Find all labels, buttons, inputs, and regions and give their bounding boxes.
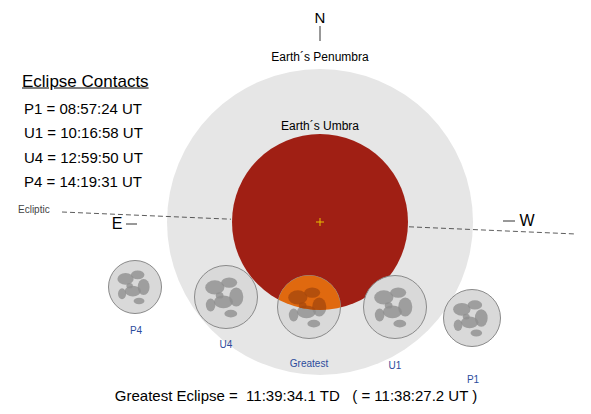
contact-label: P4 [130, 326, 142, 336]
north-tick [320, 26, 321, 41]
contact-time: P4 = 14:19:31 UT [24, 174, 142, 189]
moon-mare [299, 302, 307, 308]
moon-maria [117, 271, 149, 305]
greatest-eclipse-caption: Greatest Eclipse = 11:39:34.1 TD ( = 11:… [115, 388, 477, 403]
moon-maria [374, 287, 412, 327]
moon-mare [304, 287, 320, 297]
moon-mare [468, 300, 483, 309]
moon-mare [221, 277, 237, 287]
penumbra-region [167, 69, 473, 375]
moon-mare [304, 287, 320, 297]
compass-label: E [112, 216, 123, 232]
moon-mare [224, 310, 237, 318]
moon-disc [364, 276, 427, 339]
moon-figure [108, 260, 162, 314]
moon-mare [312, 297, 326, 316]
moon-mare [299, 302, 307, 308]
west-tick [503, 221, 515, 222]
contact-label: U1 [389, 361, 402, 371]
contact-time: U1 = 10:16:58 UT [24, 125, 143, 140]
moon-disc: Greatest [277, 275, 341, 339]
moon-mare [289, 309, 299, 322]
moon-mare [307, 320, 320, 328]
moon-mare [385, 302, 393, 308]
contact-label: U4 [220, 340, 233, 350]
moon-disc: U4 [194, 265, 258, 329]
ecliptic-line [409, 227, 576, 234]
moon-maria [453, 300, 488, 336]
moon-mare [463, 314, 470, 320]
moon-figure [277, 275, 341, 339]
contact-time: P1 = 08:57:24 UT [24, 101, 142, 116]
moon-disc [195, 266, 258, 329]
contact-time: U4 = 12:59:50 UT [24, 150, 143, 165]
moon-maria [205, 277, 243, 317]
moon-mare [307, 320, 320, 328]
center-mark [316, 218, 324, 226]
moon-disc [109, 261, 162, 314]
moon-mare [390, 287, 406, 297]
moon-disc: P1 [443, 289, 501, 347]
moon-disc [444, 290, 501, 347]
moon-mare [454, 319, 463, 331]
ecliptic-line [62, 212, 231, 219]
moon-figure [363, 275, 427, 339]
east-tick [126, 224, 137, 225]
moon-mare [289, 309, 299, 322]
moon-disc: P4 [108, 260, 162, 314]
moon-figure [443, 289, 501, 347]
moon-mare [131, 271, 145, 280]
eclipsed-part [278, 276, 341, 339]
moon-mare [393, 320, 406, 328]
moon-mare [118, 288, 126, 299]
umbral-shade [278, 276, 341, 339]
moon-mare [206, 299, 216, 312]
moon-disc: U1 [363, 275, 427, 339]
region-label: Earth´s Umbra [281, 120, 359, 132]
compass-label: W [519, 213, 534, 229]
moon-figure [194, 265, 258, 329]
ecliptic-label: Ecliptic [18, 205, 50, 215]
contact-label: P1 [467, 375, 479, 385]
moon-mare [375, 309, 385, 322]
contact-label: Greatest [290, 359, 328, 369]
region-label: Earth´s Penumbra [271, 51, 368, 63]
moon-mare [134, 298, 145, 304]
moon-mare [126, 283, 132, 288]
moon-mare [471, 330, 483, 337]
moon-disc [278, 276, 341, 339]
table-heading: Eclipse Contacts [22, 73, 149, 90]
compass-label: N [315, 10, 326, 25]
moon-mare [216, 292, 224, 298]
